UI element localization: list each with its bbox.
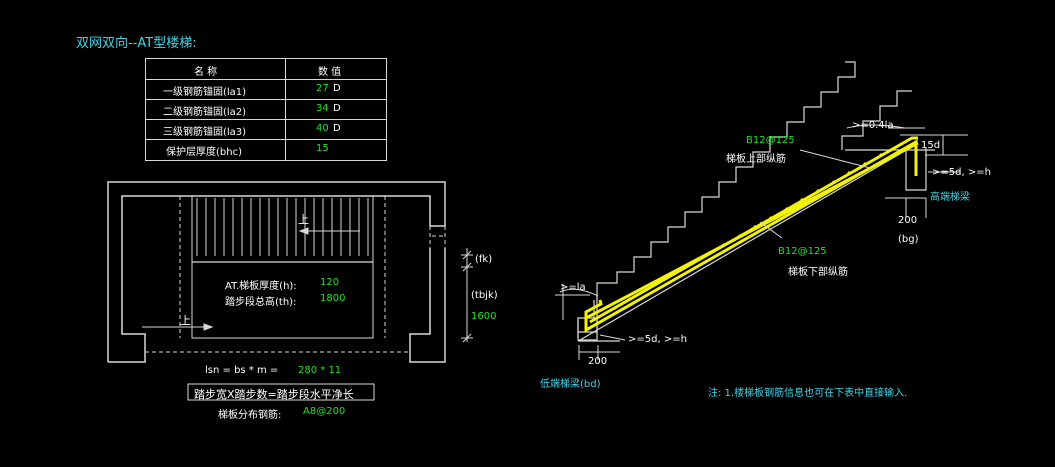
table-row-value[interactable]: 15 (316, 143, 329, 154)
bottom-rebar-hook (584, 299, 603, 325)
plan-dashed (145, 196, 446, 353)
bottom-rebar-code[interactable]: B12@125 (778, 246, 827, 257)
table-row-unit: D (333, 83, 341, 94)
section-leaders (555, 127, 968, 360)
table-rule (146, 79, 386, 80)
table-row-unit: D (333, 103, 341, 114)
table-header-name: 名 称 (194, 67, 218, 78)
height-label: 踏步段总高(th): (225, 297, 297, 308)
table-rule (146, 119, 386, 120)
hook-bottom: >=5d, >=h (628, 334, 687, 345)
lsn-note-box (187, 383, 375, 401)
high-beam-width: 200 (898, 215, 918, 226)
lsn-value[interactable]: 280 * 11 (298, 365, 342, 376)
table-row-name: 一级钢筋锚固(la1) (163, 87, 247, 98)
high-beam-code: (bg) (898, 234, 919, 245)
hook-top: >=5d, >=h (932, 167, 991, 178)
plan-wall-right (409, 248, 446, 363)
high-beam-label: 高端梯梁 (930, 192, 970, 203)
plan-treads (196, 198, 369, 256)
table-divider (285, 59, 286, 160)
note-text: 注: 1.楼梯板钢筋信息也可在下表中直接输入. (708, 388, 908, 399)
distribution-bars (613, 153, 883, 310)
top-rebar-label: 梯板上部纵筋 (726, 154, 786, 165)
table-rule (146, 139, 386, 140)
table-row-value[interactable]: 40 (316, 123, 329, 134)
up-label-bottom: 上 (180, 314, 191, 327)
table-row-name: 保护层厚度(bhc) (166, 147, 242, 158)
bottom-rebar-label: 梯板下部纵筋 (788, 267, 848, 278)
plan-wall-left (107, 181, 446, 363)
la-bottom: >=la (560, 282, 586, 293)
dist-rebar-value[interactable]: A8@200 (303, 406, 346, 417)
dist-rebar-label: 梯板分布钢筋: (218, 410, 282, 421)
direction-arrows (142, 227, 360, 331)
height-value[interactable]: 1800 (320, 293, 346, 304)
lsn-formula: lsn = bs * m = (205, 365, 279, 376)
low-beam-width: 200 (588, 356, 608, 367)
top-rebar-inner (585, 141, 919, 320)
table-row-unit: D (333, 123, 341, 134)
d15-label: 15d (921, 140, 941, 151)
up-label-top: 上 (298, 213, 309, 226)
thickness-label: AT.梯板厚度(h): (225, 281, 297, 292)
low-beam-label: 低端梯梁(bd) (540, 379, 601, 390)
landing-outline (191, 195, 374, 339)
top-rebar-code[interactable]: B12@125 (746, 135, 795, 146)
parameter-table: 名 称 数 值 一级钢筋锚固(la1) 27 D 二级钢筋锚固(la2) 34 … (145, 58, 387, 161)
la-arcs (559, 124, 906, 297)
thickness-value[interactable]: 120 (320, 277, 340, 288)
table-header-value: 数 值 (318, 67, 342, 78)
lsn-note: 踏步宽X踏步数=踏步段水平净长 (194, 388, 354, 401)
table-row-value[interactable]: 34 (316, 103, 329, 114)
tbjk-value[interactable]: 1600 (471, 311, 497, 322)
la-top: >=0.4la (852, 120, 894, 131)
stair-soffit (579, 144, 916, 341)
fk-label: (fk) (475, 254, 493, 265)
table-rule (146, 99, 386, 100)
stair-section (577, 61, 916, 341)
rebar-lines (584, 136, 919, 333)
table-row-name: 二级钢筋锚固(la2) (163, 107, 247, 118)
stair-steps (577, 61, 856, 333)
plan-dimension (461, 248, 473, 343)
table-row-name: 三级钢筋锚固(la3) (163, 127, 247, 138)
table-row-value[interactable]: 27 (316, 83, 329, 94)
drawing-title: 双网双向--AT型楼梯: (76, 36, 197, 51)
tbjk-label: (tbjk) (471, 290, 498, 301)
stair-plan (107, 181, 446, 363)
